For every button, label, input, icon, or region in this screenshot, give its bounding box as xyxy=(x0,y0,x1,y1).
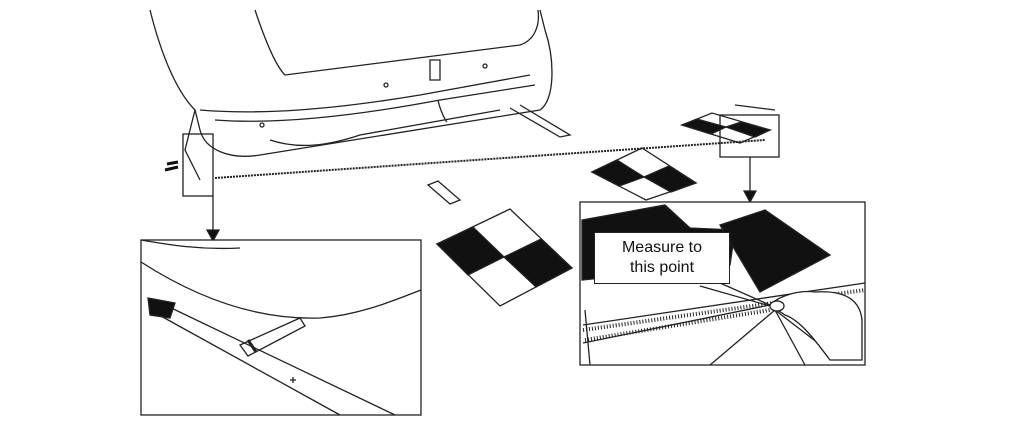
measure-string xyxy=(214,139,766,179)
target-far xyxy=(680,112,772,144)
target-large xyxy=(435,208,574,307)
detail-box-left xyxy=(182,133,214,197)
arrow-left xyxy=(205,196,221,243)
target-middle xyxy=(590,147,698,201)
callout-line-1: Measure to xyxy=(621,239,703,256)
arrow-right xyxy=(742,157,758,204)
measure-point-callout: Measure to this point xyxy=(594,232,730,284)
vehicle-rear xyxy=(149,9,572,181)
detail-box-right xyxy=(719,114,780,158)
callout-line-2: this point xyxy=(629,259,695,276)
floor-marker xyxy=(426,180,462,205)
inset-left xyxy=(140,239,422,416)
